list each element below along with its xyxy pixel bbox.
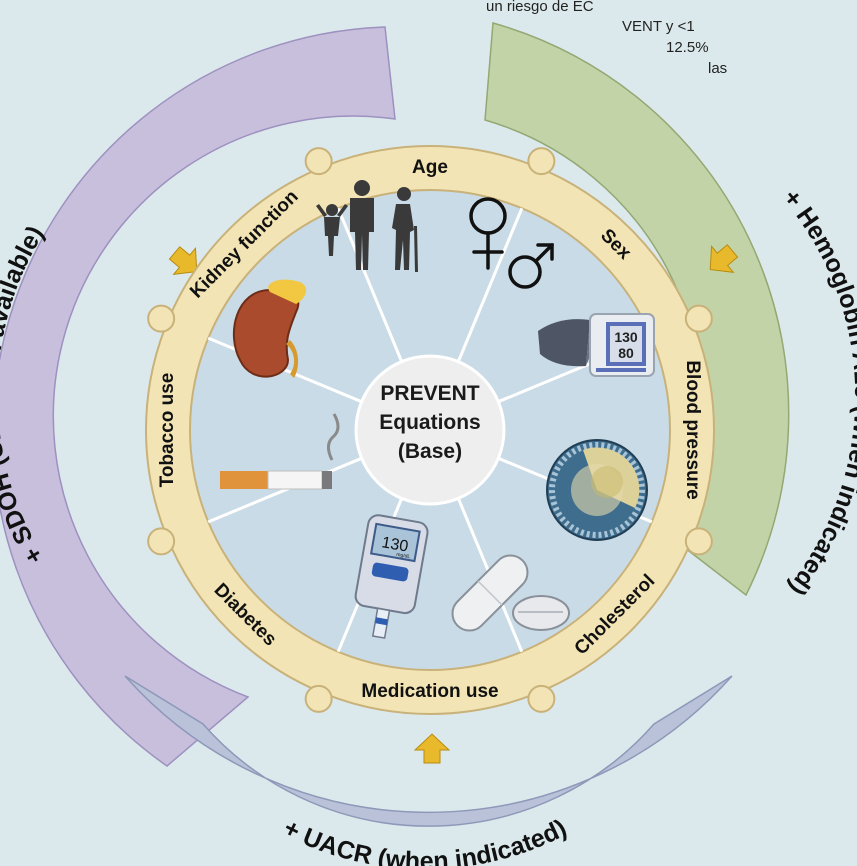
pills-icon [451, 554, 570, 632]
ring-tab [147, 527, 176, 556]
wedge-divider [207, 456, 363, 524]
snippet-line-2: VENT y <1 [622, 18, 695, 35]
center-subtitle: Equations [379, 411, 481, 434]
glucose-unit: mg/dL [396, 552, 411, 560]
uacr-band [124, 675, 733, 827]
wedge-divider [336, 207, 404, 363]
people-ages-icon [316, 180, 418, 272]
wedge-divider [456, 207, 524, 363]
center-hub [354, 354, 506, 506]
uacr-arrow-icon [413, 733, 451, 764]
snippet-line-1: un riesgo de EC [486, 0, 594, 15]
ring-label-age: Age [412, 157, 448, 178]
ring-tab [147, 304, 176, 333]
ring-tab [684, 304, 713, 333]
ring-tab [684, 527, 713, 556]
ring-label-medication-use: Medication use [361, 681, 498, 702]
center-note: (Base) [398, 440, 462, 463]
bp-systolic: 130 [614, 329, 638, 345]
svg-text:+ Hemoglobin A1c (when indicat: + Hemoglobin A1c (when indicated) [777, 184, 857, 601]
ring-tab [527, 684, 556, 713]
snippet-line-4: las [708, 60, 728, 77]
glucose-meter-icon: 130 mg/dL [354, 514, 429, 639]
lipoprotein-particle-icon [546, 439, 648, 541]
ring-label-blood-pressure: Blood pressure [682, 360, 703, 499]
ring-tab [527, 147, 556, 176]
kidney-icon [232, 279, 307, 378]
ring-tab [304, 147, 333, 176]
sex-symbols-icon [469, 197, 554, 289]
a1c-arrow-icon [709, 244, 739, 273]
glucose-value: 130 [380, 534, 409, 555]
snippet-line-3: 12.5% [666, 39, 709, 56]
sdoh-band [0, 26, 396, 767]
ring-tab [304, 684, 333, 713]
sdoh-arrow-icon [168, 246, 198, 275]
blood-pressure-monitor-icon: 130 80 [538, 313, 655, 377]
a1c-label: + Hemoglobin A1c (when indicated) [777, 184, 857, 601]
ring-label-tobacco-use: Tobacco use [157, 373, 178, 488]
center-title: PREVENT [380, 382, 479, 405]
cigarette-icon [220, 413, 340, 490]
bp-diastolic: 80 [618, 345, 634, 361]
